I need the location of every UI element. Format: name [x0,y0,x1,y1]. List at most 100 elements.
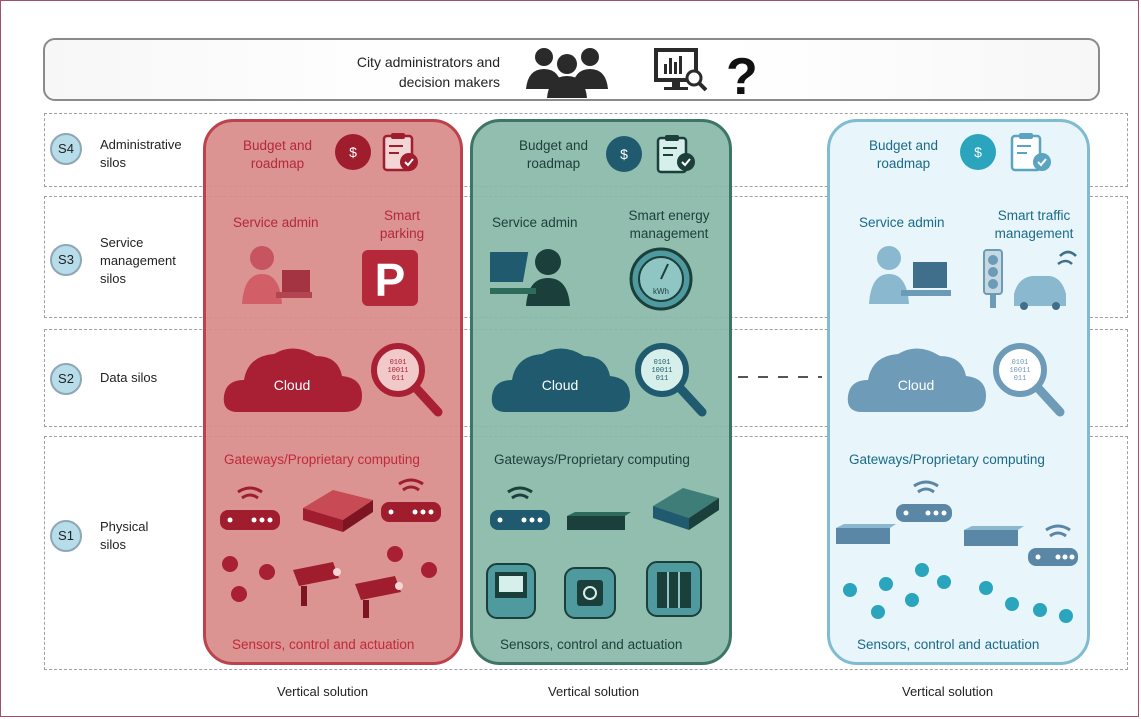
col2-budget-icons: $ [606,135,695,174]
col2-gateways-label: Gateways/Proprietary computing [494,452,690,467]
s4-label-line1: Administrative [100,137,182,152]
col1-service-admin-icon [242,246,312,304]
gateway-box-icon [836,524,896,544]
svg-text:011: 011 [1014,375,1027,383]
col3-cloud-icon: Cloud [847,348,986,412]
header-icons: ? [526,48,758,100]
col2-cloud-icon: Cloud [491,348,630,412]
col1-physical-devices [220,478,441,618]
col2-budget-line1: Budget and [519,138,589,153]
clipboard-check-icon [382,133,418,172]
col3-smart-line2: management [994,226,1074,241]
s3-badge: S3 [50,244,82,276]
col2-service-admin-icon [490,249,570,306]
svg-text:10011: 10011 [651,367,672,375]
svg-text:0101: 0101 [654,359,671,367]
col1-smart-line1: Smart [383,208,420,223]
col3-footer: Vertical solution [902,684,994,699]
col1-smart-line2: parking [379,226,425,241]
header-line-2: decision makers [398,74,500,90]
clipboard-check-icon [1010,133,1051,172]
col2-budget-line2: roadmap [526,156,581,171]
gateway-box-icon [567,512,631,530]
breaker-panel-icon [646,561,702,617]
col1-smart-label: Smart parking [372,207,432,243]
power-meter-icon [486,563,536,619]
col2-smart-line1: Smart energy [628,208,710,223]
col1-budget-label: Budget and roadmap [243,137,312,173]
analytics-monitor-icon [654,48,708,92]
s4-label-line2: silos [100,155,127,170]
col3-smart-line1: Smart traffic [997,208,1071,223]
col2-smart-label: Smart energy management [614,207,724,243]
s3-label-line2: management [100,253,176,268]
col3-budget-label: Budget and roadmap [869,137,938,173]
col1-data-search-icon: 0101 10011 011 [371,343,443,417]
clipboard-check-icon [656,135,695,174]
wifi-router-icon [1028,524,1078,566]
s3-label-line1: Service [100,235,144,250]
more-solutions-ellipsis [738,376,822,378]
people-icon [526,48,608,98]
col3-budget-line2: roadmap [876,156,931,171]
dollar-coin-icon [606,136,642,172]
svg-text:10011: 10011 [1009,367,1030,375]
s1-label-line1: Physical [100,519,149,534]
power-switch-icon [564,567,616,619]
parking-sign-icon: P [362,250,418,306]
wifi-router-icon [896,480,952,522]
wifi-router-icon [490,486,550,530]
svg-text:0101: 0101 [1012,359,1029,367]
dollar-coin-icon [335,134,371,170]
question-mark-icon: ? [726,48,758,100]
s2-badge: S2 [50,363,82,395]
svg-text:0101: 0101 [390,359,407,367]
col1-gateways-label: Gateways/Proprietary computing [224,452,420,467]
svg-text:10011: 10011 [387,367,408,375]
col1-cloud-icon: Cloud [223,348,362,412]
col2-meter-unit: kWh [653,287,669,296]
svg-text:011: 011 [656,375,669,383]
s1-label-line2: silos [100,537,127,552]
col2-cloud-label: Cloud [542,377,579,393]
svg-text:011: 011 [392,375,405,383]
col2-sensors-label: Sensors, control and actuation [500,637,683,652]
network-switch-icon [303,490,373,532]
col3-cloud-label: Cloud [898,377,935,393]
s2-label: Data silos [100,370,158,385]
col3-smart-label: Smart traffic management [984,207,1084,243]
energy-meter-icon: kWh [629,247,693,311]
col1-cloud-label: Cloud [274,377,311,393]
s4-badge: S4 [50,133,82,165]
col1-budget-icons: $ [335,133,418,172]
network-switch-icon [653,488,719,530]
s3-label-line3: silos [100,271,127,286]
col2-service-admin-label: Service admin [492,215,578,230]
security-camera-icon [355,576,403,618]
col3-service-admin-icon [869,246,951,304]
col1-budget-line1: Budget and [243,138,313,153]
traffic-light-car-icon [983,249,1077,310]
col3-service-admin-label: Service admin [859,215,945,230]
sensor-dots-icon [222,546,437,602]
col1-budget-line2: roadmap [250,156,305,171]
col1-service-admin-label: Service admin [233,215,319,230]
col2-dollar-sign: $ [620,146,628,162]
col3-dollar-sign: $ [974,144,982,160]
header-line-1: City administrators and [356,54,500,70]
col3-budget-icons: $ [960,133,1051,172]
col2-data-search-icon: 0101 10011 011 [635,343,707,417]
dollar-coin-icon [960,134,996,170]
s3-label: Service management silos [100,234,176,288]
col1-footer: Vertical solution [277,684,369,699]
col1-sensors-label: Sensors, control and actuation [232,637,415,652]
col3-physical-devices [836,480,1078,623]
s4-label: Administrative silos [100,136,182,172]
col3-gateways-label: Gateways/Proprietary computing [849,452,1045,467]
col2-physical-devices [486,486,719,619]
col3-data-search-icon: 0101 10011 011 [993,343,1065,417]
col2-smart-line2: management [629,226,709,241]
col1-parking-letter: P [375,254,406,306]
security-camera-icon [293,562,341,606]
